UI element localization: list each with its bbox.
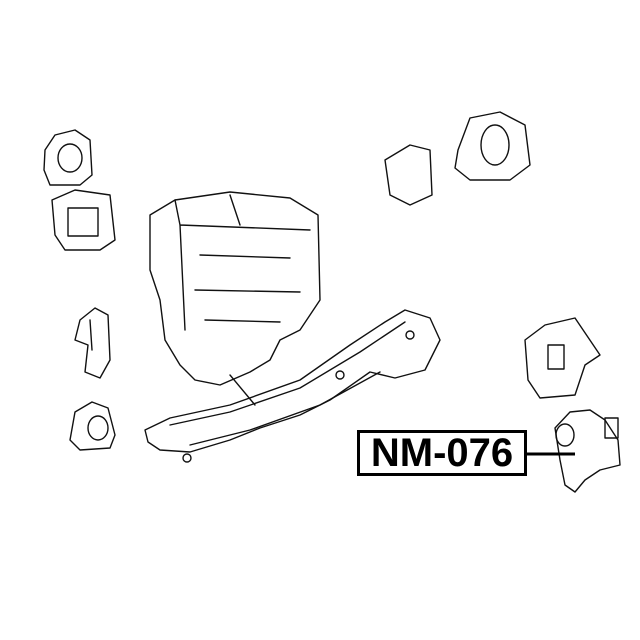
- crossmember: [144, 309, 441, 463]
- mount-top-right: [384, 111, 531, 206]
- bracket-left: [74, 307, 111, 379]
- mount-top-left: [43, 129, 116, 251]
- engine-block: [149, 191, 321, 386]
- part-number-label: NM-076: [357, 430, 527, 476]
- bracket-right: [524, 317, 601, 399]
- mount-bottom-left: [69, 401, 116, 451]
- engine-mount-nm-076: [554, 409, 621, 493]
